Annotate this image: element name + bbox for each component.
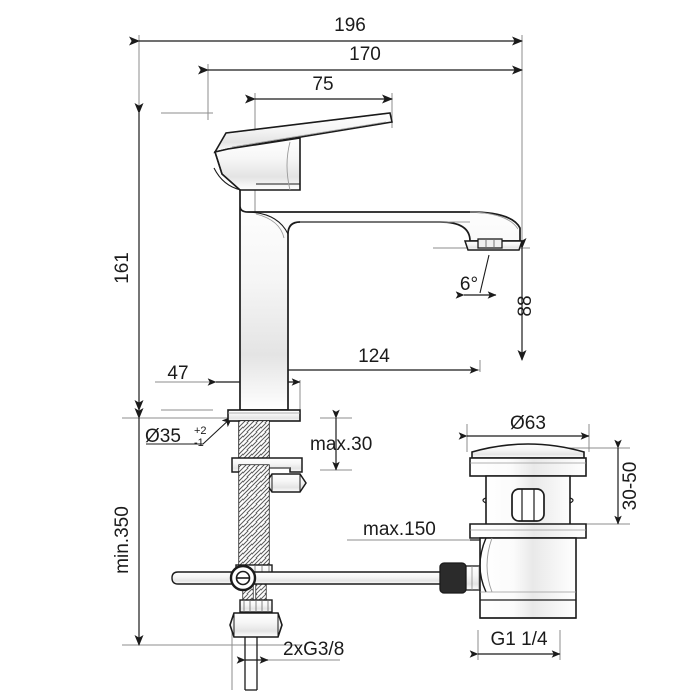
dim-d35-group: Ø35 +2 -1 (145, 425, 207, 449)
leader-lines (146, 254, 529, 540)
faucet-spout (239, 190, 521, 411)
dim-d35-label: Ø35 (145, 426, 181, 447)
dim-g38-label: 2xG3/8 (283, 639, 344, 660)
dim-170-label: 170 (349, 44, 381, 65)
dim-d63-label: Ø63 (510, 413, 546, 434)
dim-g114-label: G1 1/4 (490, 629, 547, 650)
faucet-cartridge-housing (213, 137, 301, 191)
dim-161-label: 161 (112, 252, 133, 284)
dim-d35-tol-lower: -1 (194, 437, 204, 449)
dim-max30-label: max.30 (310, 434, 372, 455)
dim-196-label: 196 (334, 15, 366, 36)
dim-88-label: 88 (515, 295, 536, 316)
dim-75-label: 75 (312, 74, 333, 95)
dim-max150-label: max.150 (363, 519, 436, 540)
waste-drain-assembly (469, 443, 587, 619)
faucet-aerator (463, 238, 524, 251)
dim-d35-tol-upper: +2 (194, 425, 207, 437)
dimension-text-layer: 196 170 75 161 min.350 47 124 88 6° Ø35 … (112, 15, 641, 660)
dim-3050-label: 30-50 (620, 462, 641, 511)
mounting-hex-nut (265, 473, 307, 493)
popup-pull-rod (171, 562, 487, 594)
faucet-base-flange (227, 409, 301, 422)
dim-350-label: min.350 (112, 506, 133, 574)
dim-124-label: 124 (358, 346, 390, 367)
leader-d35 (146, 416, 233, 445)
dim-angle-label: 6° (460, 274, 478, 295)
supply-connector-nut (229, 599, 283, 691)
flexible-supply-hoses (235, 464, 273, 622)
dim-47-label: 47 (167, 363, 188, 384)
leader-angle (479, 254, 490, 294)
product-geometry (171, 112, 587, 691)
